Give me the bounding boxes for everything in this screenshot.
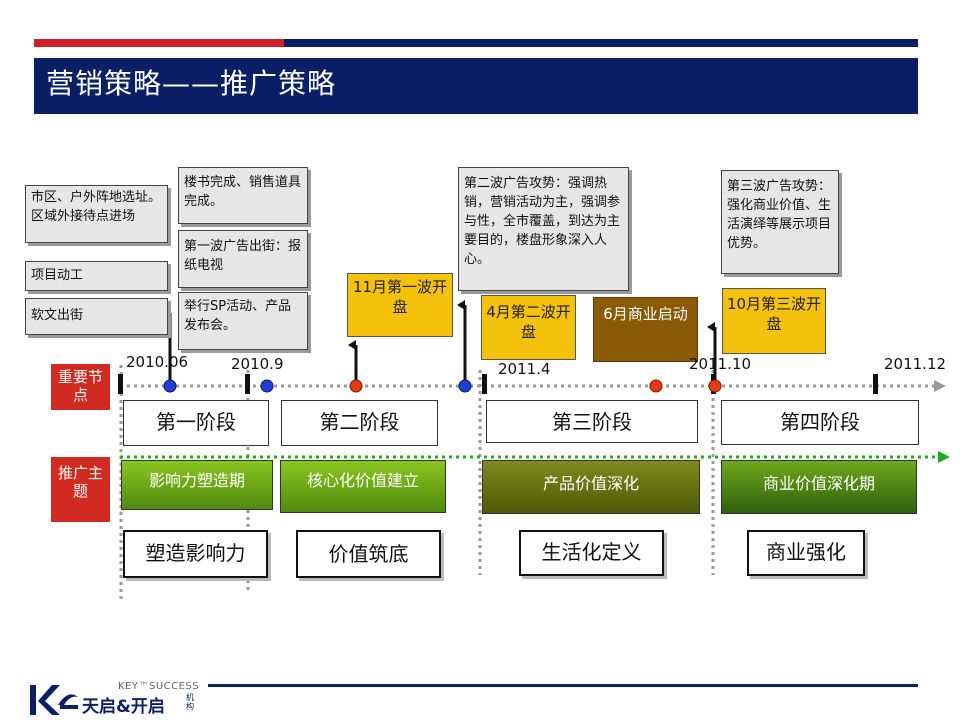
- node-dot-2: [260, 379, 274, 393]
- node-dot-6: [708, 379, 722, 393]
- event-commercial-launch: 6月商业启动: [593, 297, 698, 362]
- side-label-nodes: 重要节点: [51, 364, 110, 410]
- node-dot-1: [163, 379, 177, 393]
- stage-3: 第三阶段: [486, 400, 698, 443]
- side-label-theme: 推广主题: [51, 457, 110, 522]
- header-accent-navy: [284, 39, 918, 47]
- date-label-5: 2011.12: [884, 355, 947, 373]
- summary-3: 生活化定义: [519, 530, 664, 576]
- header-accent-red: [34, 39, 284, 47]
- date-label-3: 2011.4: [498, 360, 551, 378]
- summary-2: 价值筑底: [296, 530, 441, 578]
- note-first-ad-wave: 第一波广告出街：报纸电视: [178, 230, 308, 288]
- node-dot-5: [649, 379, 663, 393]
- event-first-opening: 11月第一波开盘: [347, 273, 453, 337]
- theme-bar-4: 商业价值深化期: [721, 460, 917, 514]
- stage-4: 第四阶段: [721, 400, 919, 445]
- summary-4: 商业强化: [747, 530, 865, 576]
- logo-suffix: 机构: [186, 693, 194, 711]
- logo-tagline: KEY™SUCCESS: [118, 681, 200, 692]
- logo-name: 天启&开启: [82, 697, 165, 717]
- note-construction: 项目动工: [25, 261, 168, 291]
- node-dot-3: [349, 379, 363, 393]
- note-third-ad-wave: 第三波广告攻势：强化商业价值、生活演绎等展示项目优势。: [721, 170, 839, 274]
- title-bar: [34, 58, 918, 114]
- page-title: 营销策略——推广策略: [46, 67, 337, 100]
- event-third-opening: 10月第三波开盘: [722, 288, 826, 354]
- node-dot-4: [458, 379, 472, 393]
- date-label-2: 2010.9: [231, 355, 284, 373]
- timeline-tick-1: [118, 374, 123, 394]
- theme-bar-1: 影响力塑造期: [121, 460, 273, 510]
- theme-bar-2: 核心化价值建立: [280, 460, 446, 513]
- summary-1: 塑造影响力: [123, 530, 268, 578]
- timeline-tick-5: [873, 374, 878, 394]
- stage-1: 第一阶段: [123, 400, 269, 446]
- theme-bar-3: 产品价值深化: [482, 460, 700, 514]
- company-logo-icon: [30, 685, 78, 715]
- timeline-tick-3: [482, 374, 487, 394]
- stage-2: 第二阶段: [281, 400, 438, 446]
- footer-rule: [208, 684, 918, 687]
- date-label-4: 2011.10: [689, 355, 752, 373]
- note-brochure: 楼书完成、销售道具完成。: [178, 167, 308, 224]
- date-label-1: 2010.06: [126, 353, 189, 371]
- note-site-selection: 市区、户外阵地选址。区域外接待点进场: [25, 185, 168, 243]
- theme-axis-arrow: [938, 451, 950, 463]
- note-second-ad-wave: 第二波广告攻势：强调热销，营销活动为主，强调参与性，全市覆盖，到达为主要目的，楼…: [458, 167, 629, 291]
- note-soft-articles: 软文出街: [25, 298, 168, 335]
- timeline-axis-arrow: [934, 380, 946, 392]
- timeline-tick-2: [245, 374, 250, 394]
- event-second-opening: 4月第二波开盘: [481, 295, 576, 360]
- note-sp-activity: 举行SP活动、产品发布会。: [178, 292, 308, 350]
